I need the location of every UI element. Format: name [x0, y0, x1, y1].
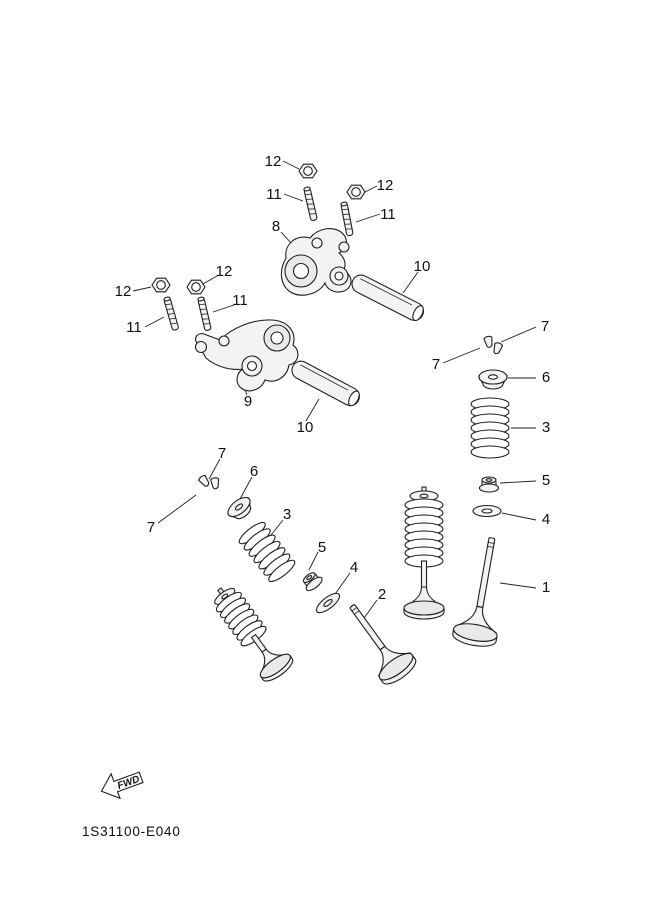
callout-10-a: 10: [414, 258, 431, 275]
callout-2: 2: [378, 586, 386, 603]
spring-seat-4-left: [315, 592, 341, 614]
leader-line: [442, 347, 481, 364]
adjuster-screw-11-b: [340, 201, 354, 237]
spring-seat-4-right: [472, 504, 502, 518]
callout-7-c: 7: [218, 445, 226, 462]
assembled-valve-left: [214, 587, 294, 682]
adjuster-screw-11-d: [197, 296, 212, 331]
spring-retainer-6-right: [478, 369, 508, 390]
callout-12-b: 12: [377, 177, 394, 194]
leader-line: [202, 275, 218, 285]
callout-11-c: 11: [126, 319, 142, 336]
rocker-arm-8: [280, 228, 352, 296]
leader-line: [308, 551, 319, 571]
part-code: 1S31100-E040: [82, 824, 181, 839]
callout-5-b: 5: [542, 472, 550, 489]
leader-line: [157, 494, 197, 524]
locknut-12-b: [346, 184, 366, 200]
callout-7-d: 7: [147, 519, 155, 536]
valve-keeper-7-right: [483, 335, 504, 355]
assembled-valve-middle: [403, 486, 445, 620]
leader-line: [270, 519, 284, 536]
callout-3-b: 3: [283, 506, 291, 523]
callout-5-a: 5: [318, 539, 326, 556]
leader-line: [282, 160, 300, 170]
leader-line: [283, 193, 304, 202]
callout-7-a: 7: [541, 318, 549, 335]
valve-seal-5-right: [478, 476, 500, 493]
rocker-arm-9: [194, 319, 299, 392]
intake-valve-1: [452, 537, 498, 647]
callout-6-b: 6: [250, 463, 258, 480]
callout-11-b: 11: [380, 206, 396, 223]
callout-11-a: 11: [266, 186, 282, 203]
valve-seal-5-left: [302, 572, 323, 592]
leader-line: [208, 458, 221, 480]
leader-line: [144, 316, 165, 328]
leader-line: [305, 398, 320, 422]
locknut-12-d: [186, 279, 206, 295]
callout-1: 1: [542, 579, 550, 596]
adjuster-screw-11-c: [163, 296, 179, 331]
fwd-label: FWD: [116, 774, 141, 792]
callout-7-b: 7: [432, 356, 440, 373]
callout-12-a: 12: [265, 153, 282, 170]
exhaust-valve-2: [349, 604, 417, 685]
spring-retainer-6-left: [227, 496, 252, 520]
leader-line: [212, 304, 235, 313]
leader-line: [132, 286, 152, 292]
rocker-shaft-10-b: [291, 360, 360, 407]
callout-9: 9: [244, 393, 252, 410]
callout-3-a: 3: [542, 419, 550, 436]
leader-line: [500, 326, 537, 343]
locknut-12-a: [298, 163, 318, 179]
callout-12-d: 12: [216, 263, 233, 280]
callout-4-b: 4: [542, 511, 550, 528]
callout-4-a: 4: [350, 559, 358, 576]
callout-10-b: 10: [297, 419, 314, 436]
valve-spring-3-right: [470, 397, 510, 459]
adjuster-screw-11-a: [303, 186, 318, 221]
valve-keeper-7-left: [198, 475, 220, 490]
callout-12-c: 12: [115, 283, 132, 300]
leader-line: [499, 582, 537, 589]
fwd-arrow: FWD: [100, 771, 144, 800]
valve-spring-3-left: [238, 521, 296, 583]
rocker-shaft-10-a: [351, 274, 425, 322]
callout-11-d: 11: [232, 292, 248, 309]
leader-line: [355, 213, 381, 223]
callout-6-a: 6: [542, 369, 550, 386]
locknut-12-c: [151, 277, 171, 293]
leader-line: [402, 271, 419, 294]
leader-line: [501, 512, 537, 521]
leader-line: [499, 480, 537, 484]
callout-labels: 12 11 12 11 8 10 7 7 6 3 12 12 11 11 9 1…: [115, 153, 551, 603]
leader-line: [239, 476, 253, 500]
leader-line: [280, 231, 293, 245]
callout-8: 8: [272, 218, 280, 235]
leader-line: [364, 185, 378, 193]
